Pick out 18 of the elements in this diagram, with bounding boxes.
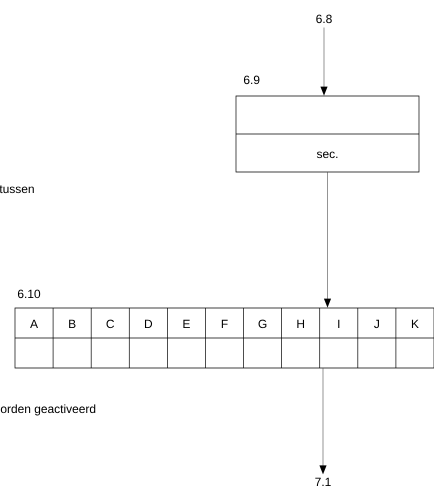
table-cell: C (106, 320, 114, 328)
note-text: tussen (0, 185, 34, 194)
note-text: orden geactiveerd (0, 404, 96, 416)
node-label: 6.9 (244, 76, 260, 84)
step-label: 7.1 (315, 478, 331, 486)
table-cell: E (183, 320, 190, 328)
node-label: 6.10 (18, 290, 40, 298)
table-cell: I (338, 320, 340, 328)
table-cell: A (30, 320, 38, 328)
step-label: 6.8 (316, 14, 332, 24)
table-cell: G (258, 320, 266, 328)
table-cell: J (374, 320, 379, 328)
table-cell: K (412, 320, 419, 328)
record-box: 6.9 sec. (236, 76, 420, 172)
table-cell: B (69, 320, 76, 328)
table-cell: F (222, 320, 228, 328)
table-cell: H (297, 320, 304, 328)
table-cell: D (144, 320, 152, 328)
